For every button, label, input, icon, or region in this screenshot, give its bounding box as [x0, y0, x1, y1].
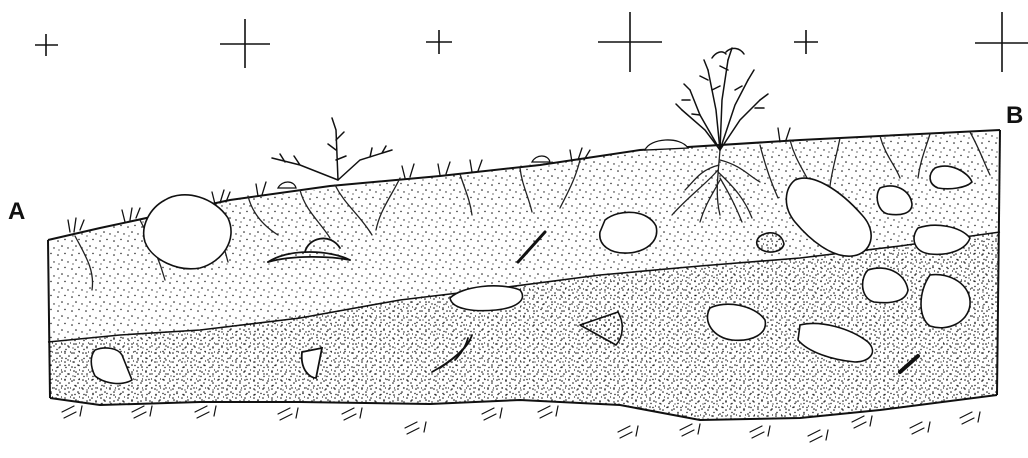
plant-small — [272, 118, 392, 180]
plant-large — [676, 48, 768, 150]
point-a-label: A — [8, 200, 25, 224]
stone — [600, 212, 657, 253]
stone — [144, 195, 231, 269]
point-b-label: B — [1006, 104, 1023, 128]
reference-crosses — [35, 12, 1028, 72]
stone — [757, 233, 784, 252]
